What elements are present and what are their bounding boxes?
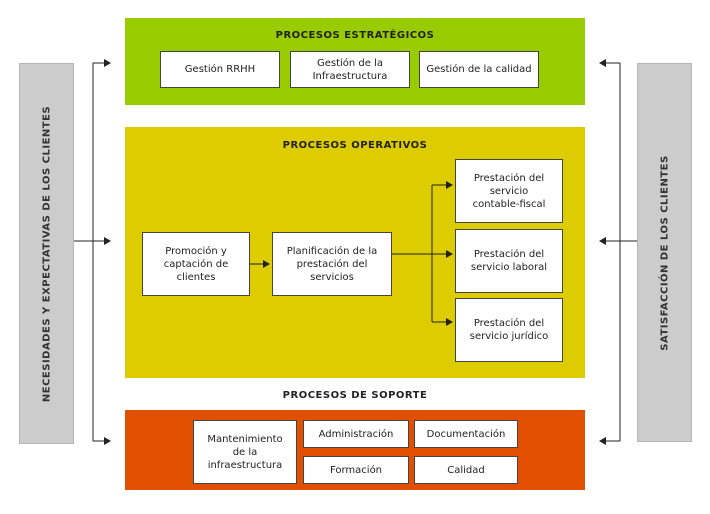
arrow-to-support xyxy=(104,437,111,445)
arrow-from-support xyxy=(599,437,606,445)
strategic-box-hr: Gestión RRHH xyxy=(160,51,280,88)
arrow-to-operative xyxy=(104,237,111,245)
support-processes-title-wrap: PROCESOS DE SOPORTE xyxy=(125,389,585,405)
right-panel-label: SATISFACCIÓN DE LOS CLIENTES xyxy=(659,154,670,351)
support-processes-band: Mantenimiento de la infraestructura Admi… xyxy=(125,410,585,490)
planning-box: Planificación de la prestación del servi… xyxy=(272,232,392,296)
operative-processes-title: PROCESOS OPERATIVOS xyxy=(282,140,428,151)
service-box-legal: Prestación del servicio jurídico xyxy=(455,298,563,362)
operative-processes-band: PROCESOS OPERATIVOS Promoción y captació… xyxy=(125,127,585,378)
strategic-processes-title: PROCESOS ESTRATÉGICOS xyxy=(275,30,435,41)
support-box-training: Formación xyxy=(303,456,409,484)
support-box-documentation: Documentación xyxy=(414,420,518,448)
support-processes-title: PROCESOS DE SOPORTE xyxy=(282,390,428,401)
service-box-accounting: Prestación del servicio contable-fiscal xyxy=(455,159,563,223)
left-panel-label: NECESIDADES Y EXPECTATIVAS DE LOS CLIENT… xyxy=(41,105,52,402)
arrow-from-operative xyxy=(599,237,606,245)
support-box-quality: Calidad xyxy=(414,456,518,484)
arrow-to-strategic xyxy=(104,59,111,67)
strategic-box-infrastructure: Gestión de la Infraestructura xyxy=(290,51,410,88)
arrow-from-strategic xyxy=(599,59,606,67)
support-box-administration: Administración xyxy=(303,420,409,448)
strategic-processes-band: PROCESOS ESTRATÉGICOS Gestión RRHH Gesti… xyxy=(125,18,585,105)
right-side-panel: SATISFACCIÓN DE LOS CLIENTES xyxy=(637,63,692,442)
left-side-panel: NECESIDADES Y EXPECTATIVAS DE LOS CLIENT… xyxy=(19,63,74,444)
strategic-box-quality: Gestión de la calidad xyxy=(419,51,539,88)
support-box-maintenance: Mantenimiento de la infraestructura xyxy=(193,420,297,484)
promotion-box: Promoción y captación de clientes xyxy=(142,232,250,296)
service-box-labor: Prestación del servicio laboral xyxy=(455,229,563,293)
